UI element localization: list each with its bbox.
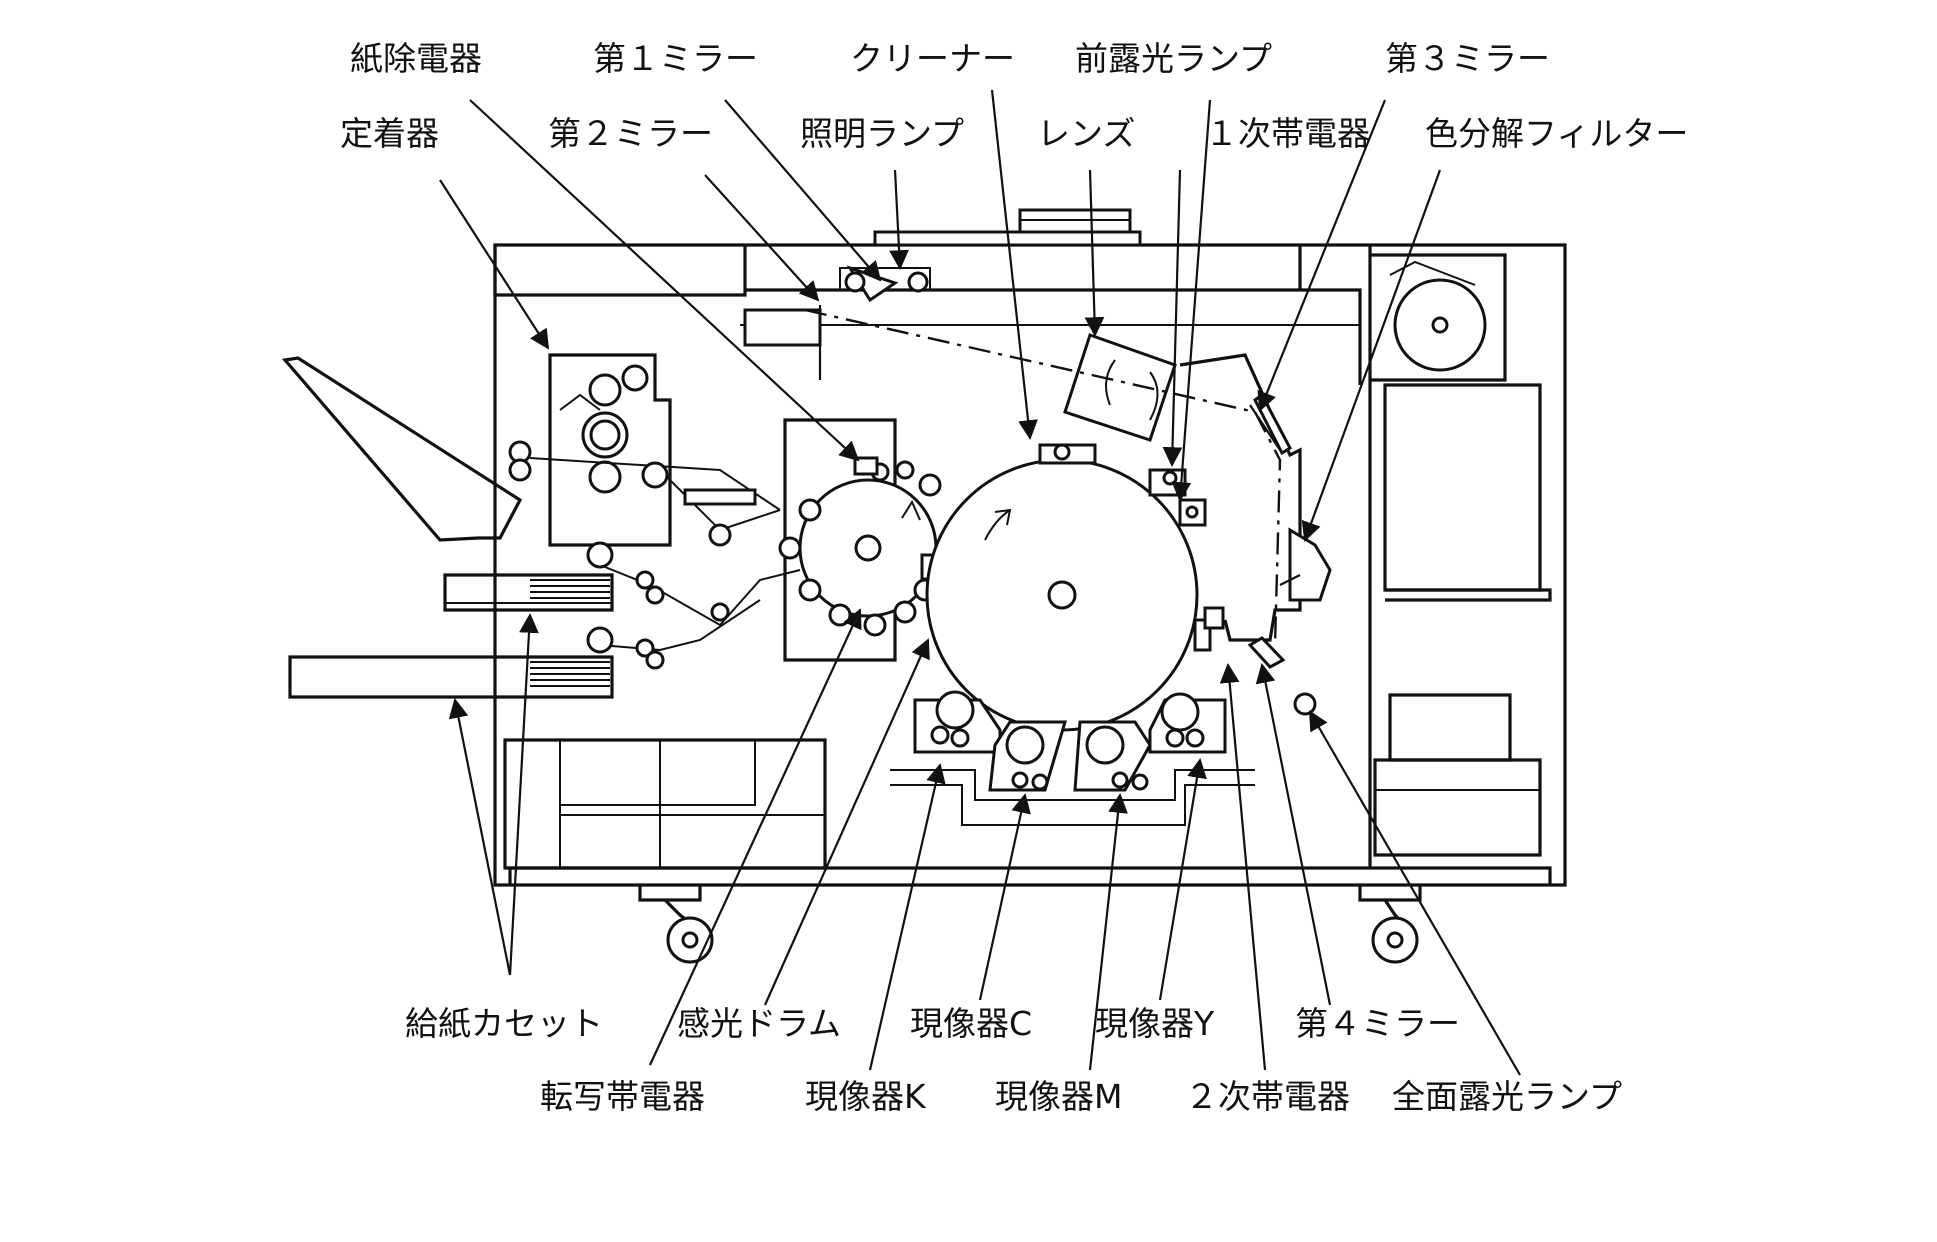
label-mirror-4: 第４ミラー (1295, 1004, 1460, 1043)
label-cleaner: クリーナー (850, 39, 1015, 78)
developer-units (890, 690, 1255, 826)
label-lens: レンズ (1037, 114, 1135, 153)
label-paper-cassette: 給紙カセット (405, 1004, 603, 1043)
paper-cassette-upper (443, 573, 614, 612)
machine-body (493, 208, 1567, 887)
label-developer-y: 現像器Y (1095, 1004, 1215, 1043)
label-mirror-2: 第２ミラー (548, 114, 713, 153)
paper-cassette-lower (288, 655, 614, 699)
label-mirror-1: 第１ミラー (593, 39, 758, 78)
label-pre-exposure-lamp: 前露光ランプ (1075, 39, 1272, 78)
label-illumination-lamp: 照明ランプ (800, 114, 964, 153)
label-transfer-charger: 転写帯電器 (540, 1077, 705, 1116)
label-developer-k: 現像器K (805, 1077, 927, 1116)
leader-lines (439, 89, 1521, 1076)
optical-system (743, 265, 1332, 716)
labels: 紙除電器 第１ミラー クリーナー 前露光ランプ 第３ミラー 定着器 第２ミラー … (340, 39, 1688, 1116)
transfer-drum-unit (778, 418, 942, 662)
label-developer-m: 現像器M (995, 1077, 1122, 1116)
label-paper-discharger: 紙除電器 (350, 39, 482, 78)
label-color-filter: 色分解フィルター (1425, 114, 1688, 153)
output-tray (281, 356, 523, 542)
casters (638, 885, 1422, 964)
drum-peripherals (1038, 443, 1225, 652)
label-secondary-charger: ２次帯電器 (1185, 1077, 1350, 1116)
label-primary-charger: １次帯電器 (1205, 114, 1370, 153)
fuser-unit (508, 353, 672, 547)
label-fuser: 定着器 (340, 114, 439, 153)
lower-storage (503, 738, 827, 870)
right-side-units (1370, 253, 1552, 857)
label-photo-drum: 感光ドラム (677, 1004, 841, 1043)
paper-path (529, 457, 801, 670)
photosensitive-drum (925, 458, 1199, 732)
label-developer-c: 現像器C (910, 1004, 1032, 1043)
label-full-exposure-lamp: 全面露光ランプ (1392, 1077, 1622, 1116)
label-mirror-3: 第３ミラー (1385, 39, 1550, 78)
